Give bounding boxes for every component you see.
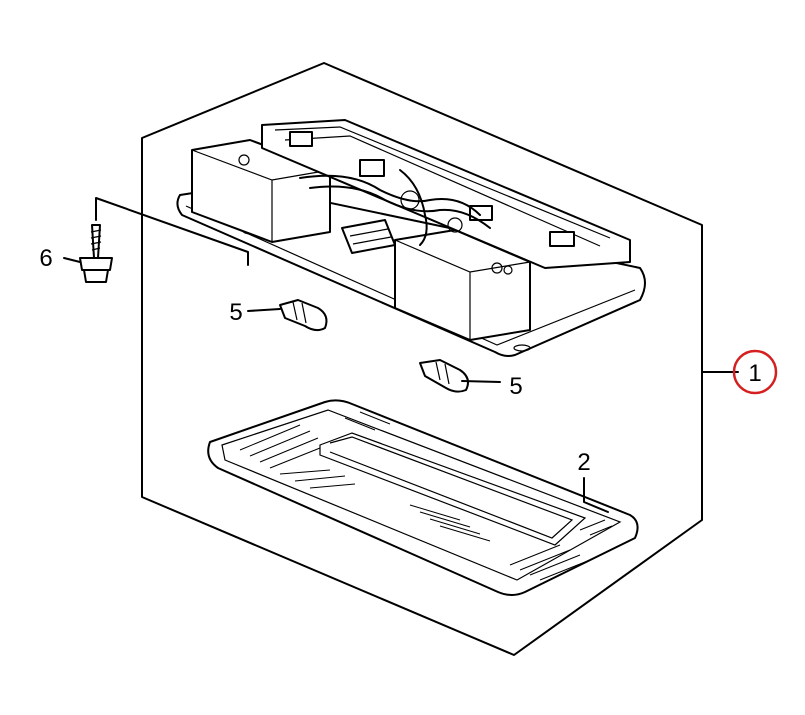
wiring-channel <box>261 119 631 269</box>
screw-mount-leader <box>95 197 249 266</box>
callout-2[interactable]: 2 <box>577 449 590 476</box>
callout-5-left[interactable]: 5 <box>229 299 242 326</box>
housing-base-edge <box>185 205 636 346</box>
wire <box>399 169 428 246</box>
connector <box>359 159 385 177</box>
callout-1[interactable]: 1 <box>748 360 761 387</box>
bulb-left <box>247 299 328 332</box>
screw <box>63 197 249 283</box>
leader-5-right <box>461 380 501 383</box>
leader-2 <box>583 477 609 513</box>
housing <box>176 119 646 357</box>
left-switch-block <box>191 139 331 243</box>
leader-5-left <box>247 308 281 312</box>
bulb-right <box>419 359 501 393</box>
leader-6 <box>63 257 81 263</box>
callout-5-right[interactable]: 5 <box>509 373 522 400</box>
connector <box>549 231 575 247</box>
lens <box>207 399 639 596</box>
assembly-outline-box <box>141 62 703 656</box>
lens-outer-frame <box>207 399 639 596</box>
housing-slot <box>513 344 531 352</box>
lens-texture <box>239 411 613 581</box>
connector <box>469 205 493 221</box>
lens-inner-panel <box>319 432 587 546</box>
callout-6[interactable]: 6 <box>39 245 52 272</box>
connector <box>289 131 313 147</box>
plug-connector <box>341 219 396 254</box>
highlight-circle <box>732 349 778 395</box>
